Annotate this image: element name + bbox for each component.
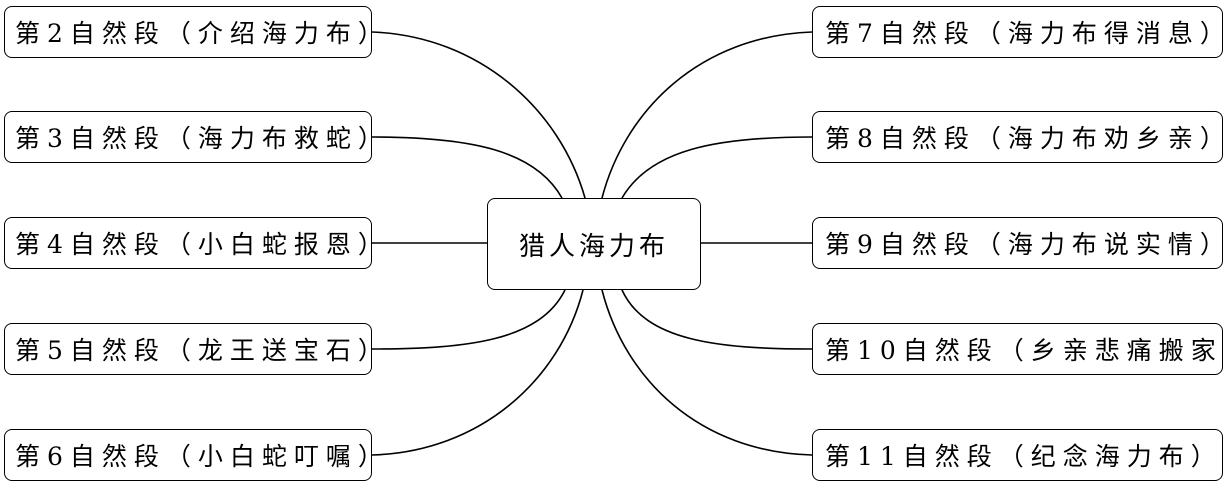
connector-right-1 [601,31,813,199]
right-node-5: 第11自然段（纪念海力布） [812,429,1223,481]
left-node-5-label: 第6自然段（小白蛇叮嘱） [15,442,372,471]
right-node-4-label: 第10自然段（乡亲悲痛搬家） [825,336,1223,365]
left-node-2: 第3自然段（海力布救蛇） [4,111,372,163]
left-node-4-label: 第5自然段（龙王送宝石） [15,336,372,365]
connector-left-1 [371,31,586,199]
right-node-4: 第10自然段（乡亲悲痛搬家） [812,323,1223,375]
left-node-2-label: 第3自然段（海力布救蛇） [15,124,372,153]
right-node-5-label: 第11自然段（纪念海力布） [825,442,1223,471]
connector-right-5 [601,289,813,456]
connector-left-5 [371,289,584,456]
connector-left-2 [371,136,563,199]
left-node-1-label: 第2自然段（介绍海力布） [15,19,372,48]
left-node-3: 第4自然段（小白蛇报恩） [4,217,372,269]
right-node-3-label: 第9自然段（海力布说实情） [825,230,1223,259]
right-node-2-label: 第8自然段（海力布劝乡亲） [825,124,1223,153]
left-node-3-label: 第4自然段（小白蛇报恩） [15,230,372,259]
center-node: 猎人海力布 [487,198,701,290]
connector-right-4 [621,289,813,350]
left-node-4: 第5自然段（龙王送宝石） [4,323,372,375]
connector-left-4 [371,289,566,350]
right-node-1: 第7自然段（海力布得消息） [812,6,1223,58]
connector-right-2 [621,136,813,199]
left-node-1: 第2自然段（介绍海力布） [4,6,372,58]
left-node-5: 第6自然段（小白蛇叮嘱） [4,429,372,481]
center-node-label: 猎人海力布 [518,231,669,262]
right-node-1-label: 第7自然段（海力布得消息） [825,19,1223,48]
right-node-2: 第8自然段（海力布劝乡亲） [812,111,1223,163]
right-node-3: 第9自然段（海力布说实情） [812,217,1223,269]
